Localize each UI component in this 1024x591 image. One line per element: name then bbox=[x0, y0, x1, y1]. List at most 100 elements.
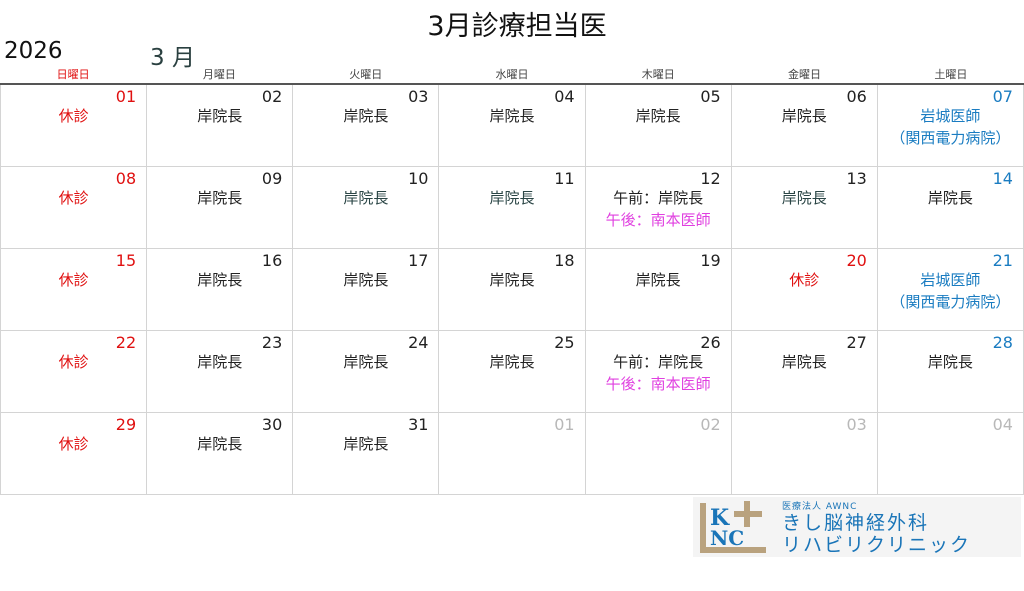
day-number: 12 bbox=[700, 169, 721, 188]
doctor-schedule: 岸院長 bbox=[147, 433, 292, 455]
day-number: 23 bbox=[261, 333, 283, 352]
schedule-line: 岩城医師 bbox=[920, 271, 981, 289]
day-number: 27 bbox=[846, 333, 867, 352]
schedule-line: 休診 bbox=[58, 107, 89, 125]
weekday-1: 月曜日 bbox=[202, 68, 236, 81]
day-cell: 03 岸院長 bbox=[293, 85, 440, 167]
doctor-schedule: 岩城医師 （関西電力病院） bbox=[878, 105, 1023, 149]
doctor-schedule: 休診 bbox=[1, 351, 146, 373]
schedule-line: 岸院長 bbox=[197, 435, 243, 453]
weekday-0: 日曜日 bbox=[56, 68, 90, 81]
schedule-line: 午前：岸院長 bbox=[613, 353, 704, 371]
weekday-3: 水曜日 bbox=[495, 68, 529, 81]
schedule-line: 岸院長 bbox=[635, 107, 681, 125]
day-number: 25 bbox=[554, 333, 575, 352]
schedule-line: 岸院長 bbox=[489, 271, 535, 289]
doctor-schedule: 岸院長 bbox=[732, 187, 877, 209]
day-number: 14 bbox=[992, 169, 1013, 188]
schedule-line: 休診 bbox=[58, 435, 89, 453]
schedule-line: 岸院長 bbox=[635, 271, 681, 289]
day-number: 03 bbox=[846, 415, 867, 434]
schedule-line: 岸院長 bbox=[781, 107, 827, 125]
day-number: 21 bbox=[992, 251, 1013, 270]
schedule-line: 岸院長 bbox=[197, 107, 243, 125]
doctor-schedule: 休診 bbox=[1, 433, 146, 455]
doctor-schedule: 岸院長 bbox=[293, 269, 438, 291]
day-number: 10 bbox=[408, 169, 429, 188]
day-number: 05 bbox=[700, 87, 721, 106]
day-cell: 01 休診 bbox=[0, 85, 148, 167]
doctor-schedule: 岸院長 bbox=[147, 351, 292, 373]
doctor-schedule: 岸院長 bbox=[439, 187, 584, 209]
page-title: 3月診療担当医 bbox=[427, 11, 607, 42]
svg-text:K: K bbox=[710, 505, 730, 531]
day-cell: 07 岩城医師 （関西電力病院） bbox=[877, 85, 1024, 167]
day-number: 29 bbox=[115, 415, 137, 434]
schedule-line: 岸院長 bbox=[343, 353, 389, 371]
schedule-line: 岸院長 bbox=[343, 435, 389, 453]
schedule-line: 岸院長 bbox=[927, 189, 973, 207]
day-number: 04 bbox=[992, 415, 1013, 434]
day-cell: 13 岸院長 bbox=[731, 167, 878, 249]
day-number: 06 bbox=[846, 87, 867, 106]
doctor-schedule: 岸院長 bbox=[439, 269, 584, 291]
day-cell: 18 岸院長 bbox=[439, 249, 586, 331]
day-number: 31 bbox=[408, 415, 429, 434]
clinic-logo: K NC 医療法人 AWNC きし脳神経外科 リハビリクリニック bbox=[693, 497, 1021, 557]
doctor-schedule: 岸院長 bbox=[293, 433, 438, 455]
schedule-line: （関西電力病院） bbox=[890, 129, 1011, 147]
day-number: 28 bbox=[992, 333, 1013, 352]
day-cell: 02 bbox=[585, 413, 732, 495]
day-cell: 22 休診 bbox=[0, 331, 148, 413]
knc-logo-icon: K NC bbox=[700, 501, 766, 553]
doctor-schedule: 岸院長 bbox=[586, 269, 731, 291]
day-number: 22 bbox=[115, 333, 137, 352]
day-number: 11 bbox=[554, 169, 575, 188]
schedule-line: 岩城医師 bbox=[920, 107, 981, 125]
schedule-line: 岸院長 bbox=[197, 271, 243, 289]
doctor-schedule: 岸院長 bbox=[147, 105, 292, 127]
day-number: 03 bbox=[408, 87, 429, 106]
day-cell: 30 岸院長 bbox=[147, 413, 294, 495]
day-number: 13 bbox=[846, 169, 867, 188]
doctor-schedule: 休診 bbox=[1, 105, 146, 127]
schedule-line: 岸院長 bbox=[927, 353, 973, 371]
schedule-line: 岸院長 bbox=[197, 189, 243, 207]
day-number: 07 bbox=[992, 87, 1013, 106]
doctor-schedule: 岸院長 bbox=[439, 105, 584, 127]
day-cell: 06 岸院長 bbox=[731, 85, 878, 167]
day-cell: 29 休診 bbox=[0, 413, 148, 495]
day-number: 30 bbox=[261, 415, 283, 434]
schedule-line: （関西電力病院） bbox=[890, 293, 1011, 311]
schedule-line: 休診 bbox=[58, 353, 89, 371]
schedule-line: 岸院長 bbox=[489, 189, 535, 207]
day-cell: 31 岸院長 bbox=[293, 413, 440, 495]
doctor-schedule: 岸院長 bbox=[293, 187, 438, 209]
doctor-schedule: 岩城医師 （関西電力病院） bbox=[878, 269, 1023, 313]
day-number: 18 bbox=[554, 251, 575, 270]
doctor-schedule: 午前：岸院長午後：南本医師 bbox=[586, 351, 731, 395]
doctor-schedule: 休診 bbox=[1, 269, 146, 291]
schedule-line: 岸院長 bbox=[343, 107, 389, 125]
day-number: 02 bbox=[700, 415, 721, 434]
schedule-line: 岸院長 bbox=[781, 189, 827, 207]
doctor-schedule: 休診 bbox=[732, 269, 877, 291]
day-number: 01 bbox=[115, 87, 137, 106]
doctor-schedule: 岸院長 bbox=[732, 351, 877, 373]
